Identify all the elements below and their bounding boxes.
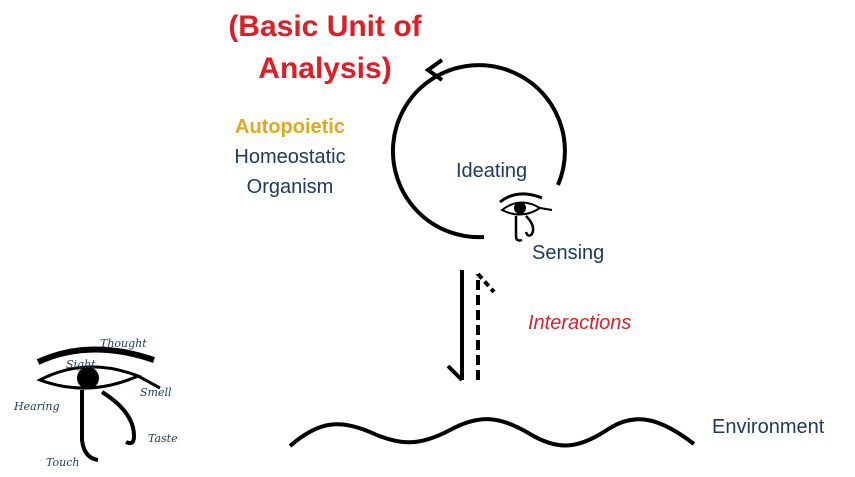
- wave-line-icon: [288, 417, 696, 448]
- hearing-label: Hearing: [14, 400, 60, 413]
- eye-of-horus-icon: [499, 192, 553, 242]
- eye-of-horus-senses-icon: [36, 346, 161, 462]
- up-arrow-head: [476, 272, 496, 294]
- diagram-title: (Basic Unit of Analysis): [200, 6, 450, 90]
- thought-label: Thought: [100, 337, 147, 350]
- organism-label-group: Autopoietic Homeostatic Organism: [205, 112, 375, 202]
- ideating-label: Ideating: [456, 160, 528, 182]
- touch-label: Touch: [46, 456, 80, 469]
- cycle-arc: [390, 63, 567, 240]
- sight-label: Sight: [66, 358, 96, 371]
- organism-label: Organism: [246, 176, 334, 198]
- smell-label: Smell: [140, 386, 172, 399]
- cycle-arrowhead: [424, 58, 444, 82]
- circular-arrow-icon: [390, 58, 567, 240]
- interactions-label: Interactions: [528, 312, 632, 334]
- autopoietic-label: Autopoietic: [235, 116, 345, 138]
- down-arrow-head: [446, 364, 464, 382]
- environment-label: Environment: [712, 416, 825, 438]
- sensing-label: Sensing: [532, 242, 605, 264]
- taste-label: Taste: [148, 432, 178, 445]
- title-line-1: (Basic Unit of: [228, 10, 422, 43]
- title-line-2: Analysis): [258, 52, 392, 85]
- double-arrow-icon: [446, 270, 496, 382]
- homeostatic-label: Homeostatic: [234, 146, 346, 168]
